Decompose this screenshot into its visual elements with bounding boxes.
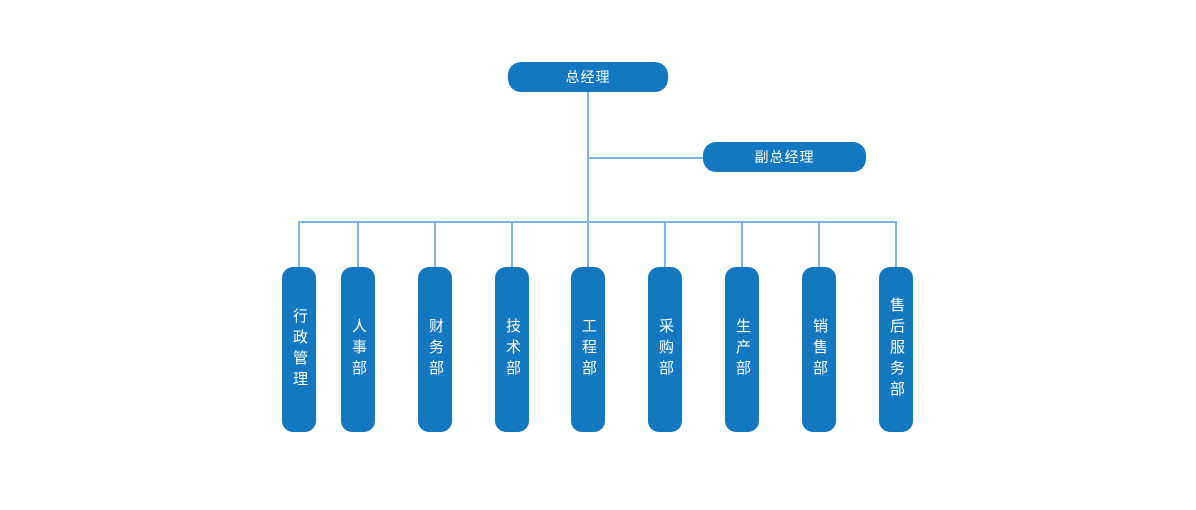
node-dept-admin: 行政管理 <box>282 267 316 432</box>
node-dept-sales-label: 销售部 <box>811 318 828 381</box>
node-dept-purchasing: 采购部 <box>648 267 682 432</box>
connector-drop-finance <box>434 222 436 267</box>
node-dept-tech-label: 技术部 <box>504 318 521 381</box>
connector-drop-hr <box>357 222 359 267</box>
connector-drop-sales <box>818 222 820 267</box>
connector-drop-production <box>741 222 743 267</box>
node-dept-aftersales-label: 售后服务部 <box>888 297 905 402</box>
node-dept-aftersales: 售后服务部 <box>879 267 913 432</box>
connector-trunk-vertical <box>587 91 589 222</box>
connector-drop-purchasing <box>664 222 666 267</box>
node-dept-finance: 财务部 <box>418 267 452 432</box>
node-dept-purchasing-label: 采购部 <box>657 318 674 381</box>
node-dept-engineering: 工程部 <box>571 267 605 432</box>
node-deputy-general-manager: 副总经理 <box>703 142 866 172</box>
node-general-manager: 总经理 <box>508 62 668 92</box>
node-deputy-general-manager-label: 副总经理 <box>754 149 815 165</box>
connector-drop-aftersales <box>895 222 897 267</box>
connector-drop-admin <box>298 222 300 267</box>
connector-deputy-horizontal <box>588 157 703 159</box>
node-dept-tech: 技术部 <box>495 267 529 432</box>
connector-drop-tech <box>511 222 513 267</box>
node-dept-production-label: 生产部 <box>734 318 751 381</box>
node-dept-hr-label: 人事部 <box>350 318 367 381</box>
node-dept-admin-label: 行政管理 <box>291 307 308 392</box>
node-general-manager-label: 总经理 <box>565 69 611 85</box>
node-dept-sales: 销售部 <box>802 267 836 432</box>
connector-drop-engineering <box>587 222 589 267</box>
node-dept-engineering-label: 工程部 <box>580 318 597 381</box>
connector-bus-horizontal <box>298 221 897 223</box>
node-dept-production: 生产部 <box>725 267 759 432</box>
node-dept-hr: 人事部 <box>341 267 375 432</box>
node-dept-finance-label: 财务部 <box>427 318 444 381</box>
